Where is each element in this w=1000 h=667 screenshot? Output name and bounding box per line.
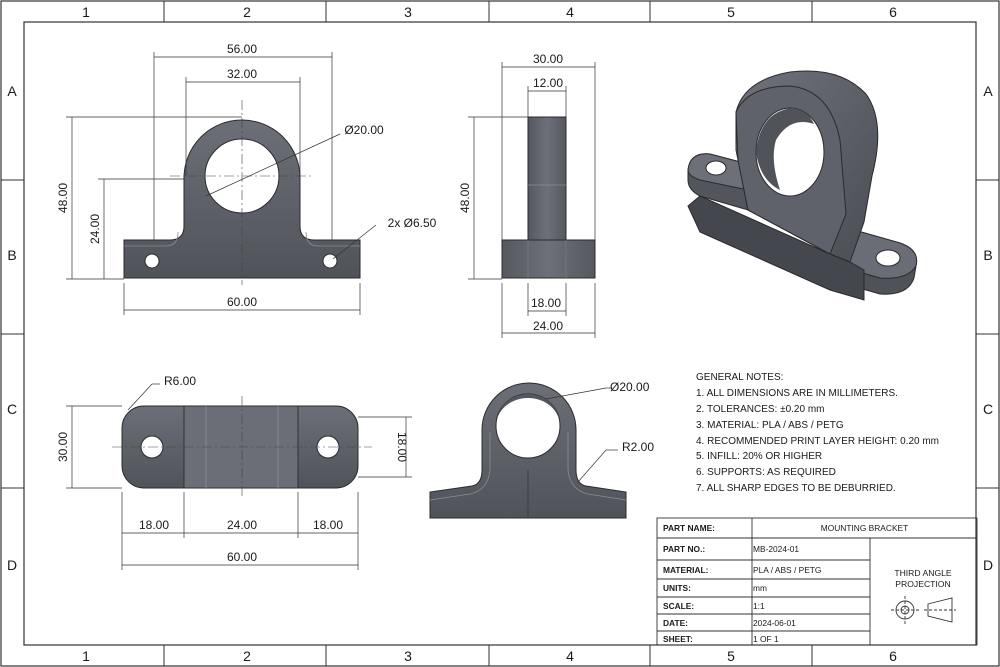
note-item-1: 1. ALL DIMENSIONS ARE IN MILLIMETERS. xyxy=(696,387,898,399)
row-label-d-left: D xyxy=(7,557,17,573)
side-dim-48: 48.00 xyxy=(458,183,472,213)
row-label-c-right: C xyxy=(983,401,993,417)
projection-label: THIRD ANGLE PROJECTION xyxy=(871,568,975,590)
front-dim-dia20: Ø20.00 xyxy=(344,123,384,137)
note-item-2: 2. TOLERANCES: ±0.20 mm xyxy=(696,403,825,415)
material-label: MATERIAL: xyxy=(663,565,709,575)
side-dim-24: 24.00 xyxy=(533,319,563,333)
title-block: PART NAME: MOUNTING BRACKET PART NO.: MB… xyxy=(657,518,977,645)
col-label-4-bottom: 4 xyxy=(566,648,574,664)
front-mount-hole-left xyxy=(144,253,160,269)
top-dim-seg-left: 18.00 xyxy=(139,518,169,532)
front-mount-hole-right xyxy=(322,253,338,269)
col-label-1-bottom: 1 xyxy=(82,648,90,664)
date-value: 2024-06-01 xyxy=(753,618,796,628)
material-value: PLA / ABS / PETG xyxy=(753,565,822,575)
scale-label: SCALE: xyxy=(663,601,695,611)
col-label-4-top: 4 xyxy=(566,4,574,20)
isometric-view xyxy=(687,70,918,301)
row-label-a-left: A xyxy=(7,83,17,99)
side-dim-12: 12.00 xyxy=(533,76,563,90)
col-label-2-bottom: 2 xyxy=(243,648,251,664)
note-item-5: 5. INFILL: 20% OR HIGHER xyxy=(696,451,823,463)
col-label-5-bottom: 5 xyxy=(727,648,735,664)
sheet-label: SHEET: xyxy=(663,634,693,644)
col-label-1-top: 1 xyxy=(82,4,90,20)
col-label-5-top: 5 xyxy=(727,4,735,20)
col-label-6-bottom: 6 xyxy=(889,648,897,664)
note-item-3: 3. MATERIAL: PLA / ABS / PETG xyxy=(696,419,844,431)
top-dim-seg-mid: 24.00 xyxy=(227,518,257,532)
front-dim-56: 56.00 xyxy=(227,42,257,56)
row-label-d-right: D xyxy=(983,557,993,573)
col-label-3-top: 3 xyxy=(404,4,412,20)
rear-dim-dia20: Ø20.00 xyxy=(610,380,650,394)
note-item-6: 6. SUPPORTS: AS REQUIRED xyxy=(696,467,836,479)
part-name-label: PART NAME: xyxy=(663,523,715,533)
note-item-4: 4. RECOMMENDED PRINT LAYER HEIGHT: 0.20 … xyxy=(696,435,940,447)
part-no-label: PART NO.: xyxy=(663,544,706,554)
projection-line-2: PROJECTION xyxy=(895,579,951,589)
top-dim-18-right: 18.00 xyxy=(395,432,409,462)
notes-title: GENERAL NOTES: xyxy=(696,372,784,383)
side-dim-30: 30.00 xyxy=(533,52,563,66)
row-label-c-left: C xyxy=(7,401,17,417)
front-dim-48: 48.00 xyxy=(56,183,70,213)
front-dim-60: 60.00 xyxy=(227,295,257,309)
date-label: DATE: xyxy=(663,618,688,628)
side-dim-18: 18.00 xyxy=(531,296,561,310)
title-block-frame xyxy=(656,517,978,646)
side-view-web xyxy=(527,116,567,241)
scale-value: 1:1 xyxy=(753,601,765,611)
front-dim-32: 32.00 xyxy=(227,67,257,81)
front-view xyxy=(66,52,377,315)
col-label-3-bottom: 3 xyxy=(404,648,412,664)
row-label-a-right: A xyxy=(983,83,993,99)
units-label: UNITS: xyxy=(663,583,691,593)
side-view xyxy=(468,62,596,338)
top-view xyxy=(66,383,412,570)
top-dim-30: 30.00 xyxy=(56,432,70,462)
row-label-b-left: B xyxy=(7,247,16,263)
part-name-value: MOUNTING BRACKET xyxy=(820,523,909,533)
top-dim-r6: R6.00 xyxy=(164,374,196,388)
front-dim-mount-holes: 2x Ø6.50 xyxy=(388,216,437,230)
units-value: mm xyxy=(753,583,767,593)
rear-dim-r2: R2.00 xyxy=(622,440,654,454)
projection-line-1: THIRD ANGLE xyxy=(894,568,952,578)
part-no-value: MB-2024-01 xyxy=(753,544,800,554)
row-label-b-right: B xyxy=(983,247,992,263)
third-angle-projection-icon xyxy=(891,596,956,624)
note-item-7: 7. ALL SHARP EDGES TO BE DEBURRIED. xyxy=(696,483,896,495)
general-notes: GENERAL NOTES: 1. ALL DIMENSIONS ARE IN … xyxy=(696,370,996,497)
rear-view xyxy=(429,382,627,519)
side-view-base xyxy=(501,239,596,279)
top-dim-seg-right: 18.00 xyxy=(313,518,343,532)
col-label-2-top: 2 xyxy=(243,4,251,20)
top-dim-60: 60.00 xyxy=(227,550,257,564)
front-dim-24: 24.00 xyxy=(88,214,102,244)
col-label-6-top: 6 xyxy=(889,4,897,20)
sheet-value: 1 OF 1 xyxy=(753,634,779,644)
